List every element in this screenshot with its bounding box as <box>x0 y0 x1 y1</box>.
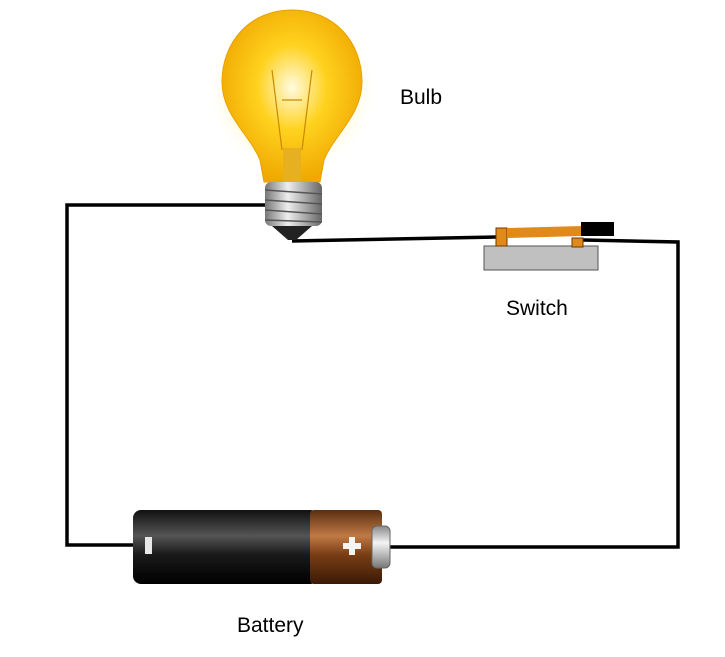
battery-icon <box>133 510 391 584</box>
light-bulb-icon <box>204 2 380 240</box>
knife-switch-icon[interactable] <box>483 222 614 271</box>
minus-sign-icon <box>145 537 152 554</box>
wires <box>65 203 680 549</box>
battery-label: Battery <box>237 614 304 637</box>
switch-label: Switch <box>506 297 568 320</box>
plus-sign-icon <box>343 537 361 555</box>
wire-bulb-switch <box>291 235 498 243</box>
bulb-label: Bulb <box>400 86 442 109</box>
wire-left <box>65 203 268 547</box>
wire-right <box>388 238 680 549</box>
